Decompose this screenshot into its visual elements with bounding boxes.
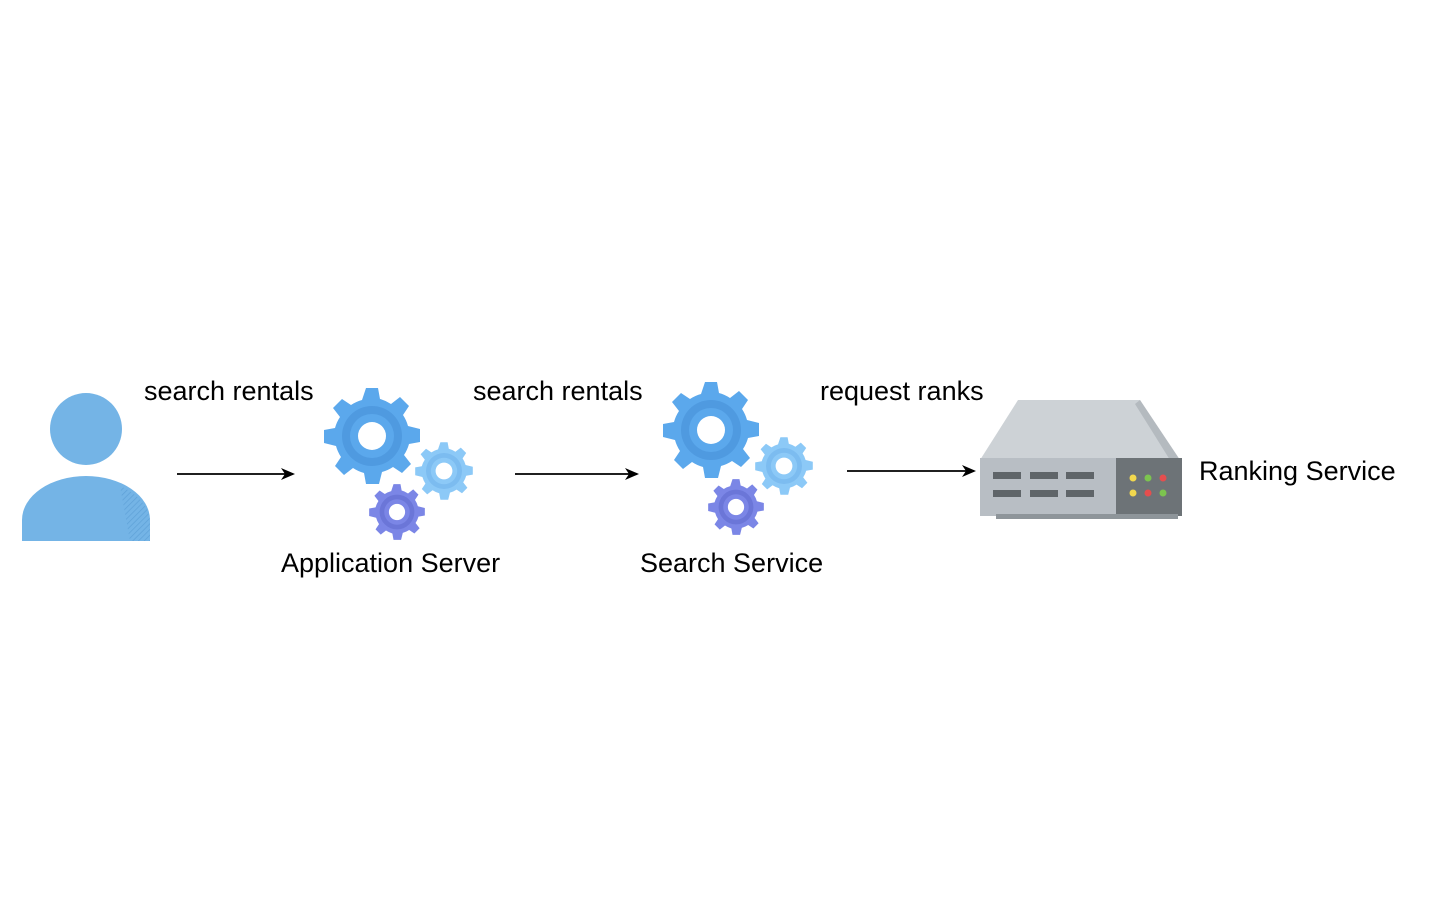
node-label-application-server: Application Server xyxy=(281,548,501,578)
node-label-ranking-service: Ranking Service xyxy=(1199,456,1396,486)
gears-icon xyxy=(324,388,473,540)
edge-label-search-rentals: search rentals xyxy=(144,376,314,406)
user-icon xyxy=(22,393,150,541)
node-label-search-service: Search Service xyxy=(640,548,824,578)
edge-label-search-rentals: search rentals xyxy=(473,376,643,406)
gears-icon xyxy=(663,382,813,535)
edge-label-request-ranks: request ranks xyxy=(820,376,984,406)
server-icon xyxy=(980,400,1182,519)
